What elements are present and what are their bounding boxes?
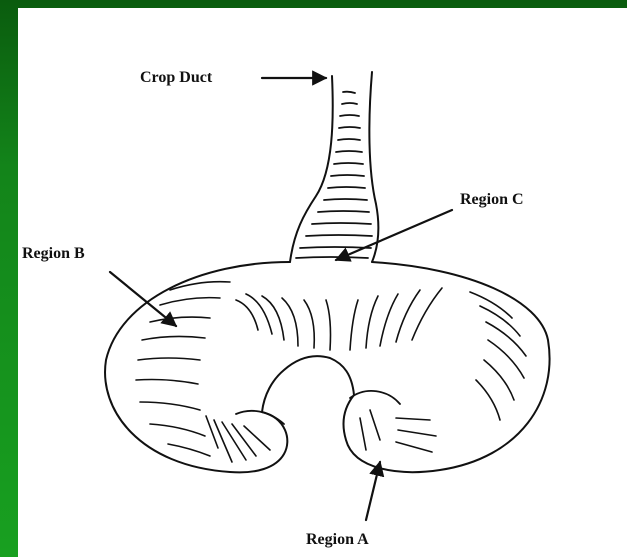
region-a-arrow bbox=[366, 462, 380, 520]
crop-duct-ridges bbox=[296, 92, 372, 258]
crop-duct-right-wall bbox=[369, 72, 378, 262]
label-crop-duct: Crop Duct bbox=[140, 70, 212, 86]
label-region-b: Region B bbox=[22, 246, 85, 262]
crop-body-outline bbox=[105, 262, 550, 472]
right-lobe-pouch bbox=[350, 391, 400, 404]
crop-duct-left-wall bbox=[290, 76, 333, 262]
left-lobe-pouch bbox=[236, 411, 284, 424]
region-b-arrow bbox=[110, 272, 176, 326]
crop-body-ridges bbox=[136, 282, 526, 462]
label-region-c: Region C bbox=[460, 192, 524, 208]
label-region-a: Region A bbox=[306, 532, 369, 548]
